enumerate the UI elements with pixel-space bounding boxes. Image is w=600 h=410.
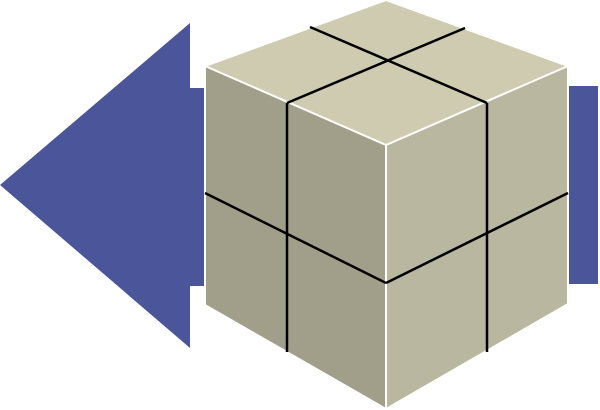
cube-grid-lines <box>204 25 569 352</box>
cube-top-face <box>205 0 568 145</box>
cube-edges <box>204 0 569 410</box>
cube-2x2-icon <box>204 0 569 410</box>
